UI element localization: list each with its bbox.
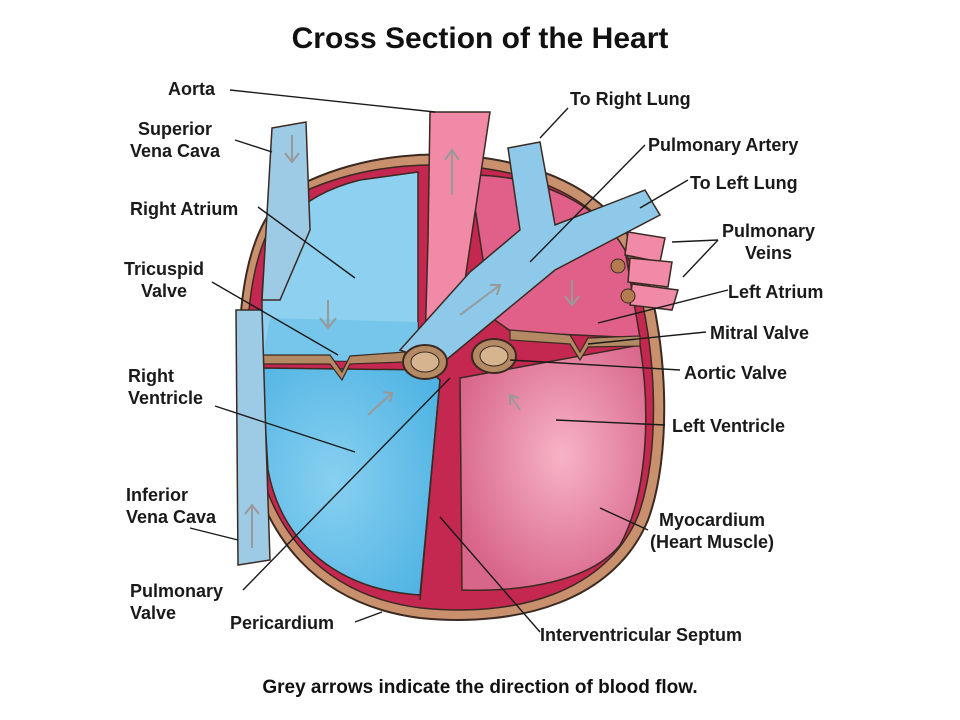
aortic-valve-ring — [471, 338, 517, 374]
pulmonary-veins — [624, 231, 679, 311]
label-aorta: Aorta — [168, 79, 216, 99]
label-to-left-lung: To Left Lung — [690, 173, 798, 193]
label-superior-vena-cava: Superior Vena Cava — [130, 119, 221, 161]
label-left-ventricle: Left Ventricle — [672, 416, 786, 436]
right-ventricle — [261, 367, 441, 596]
label-right-ventricle: Right Ventricle — [128, 366, 204, 408]
superior-vena-cava — [261, 121, 311, 301]
leader-lines — [189, 89, 729, 633]
mitral-valve — [509, 329, 641, 362]
label-tricuspid-valve: Tricuspid Valve — [124, 259, 205, 301]
label-to-right-lung: To Right Lung — [570, 89, 691, 109]
label-pericardium: Pericardium — [230, 613, 335, 633]
blood-flow-arrows — [244, 135, 580, 548]
label-pulmonary-veins: Pulmonary Veins — [722, 221, 816, 263]
label-aortic-valve: Aortic Valve — [684, 363, 788, 383]
label-pulmonary-valve: Pulmonary Valve — [130, 581, 224, 623]
label-myocardium: Myocardium (Heart Muscle) — [650, 510, 775, 552]
caption: Grey arrows indicate the direction of bl… — [262, 677, 698, 698]
label-right-atrium: Right Atrium — [130, 199, 239, 219]
label-inferior-vena-cava: Inferior Vena Cava — [126, 485, 217, 527]
left-ventricle — [459, 344, 647, 591]
label-pulmonary-artery: Pulmonary Artery — [648, 135, 799, 155]
label-left-atrium: Left Atrium — [728, 282, 824, 302]
pulmonary-artery — [398, 141, 662, 366]
pulmonary-valve-ring — [402, 344, 448, 380]
septum-line — [419, 379, 441, 601]
label-mitral-valve: Mitral Valve — [710, 323, 810, 343]
inferior-vena-cava — [235, 309, 271, 566]
label-interventricular-septum: Interventricular Septum — [540, 625, 743, 645]
page-title: Cross Section of the Heart — [291, 22, 669, 55]
